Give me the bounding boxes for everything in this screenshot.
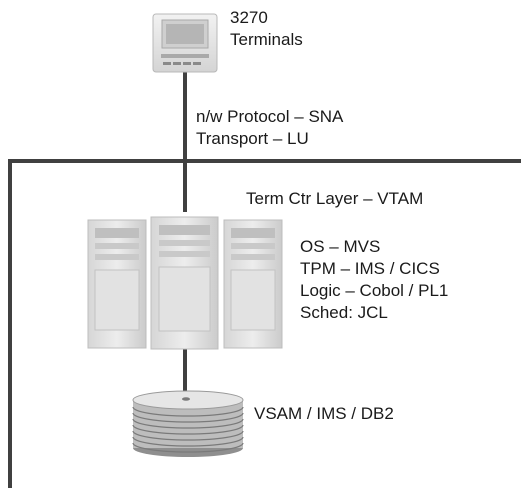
sched-text: Sched: JCL (300, 303, 388, 322)
mainframe-cabinet-left (87, 219, 147, 349)
terminal-model-text: 3270 (230, 8, 268, 27)
mainframe-cabinet-center (150, 216, 219, 350)
logic-text: Logic – Cobol / PL1 (300, 281, 449, 300)
terminal-label: 3270 Terminals (230, 7, 303, 51)
transport-text: Transport – LU (196, 129, 309, 148)
network-protocol-text: n/w Protocol – SNA (196, 107, 344, 126)
tpm-text: TPM – IMS / CICS (300, 259, 440, 278)
storage-label: VSAM / IMS / DB2 (254, 404, 394, 423)
terminal-icon (152, 13, 218, 73)
mainframe-cabinet-right (223, 219, 283, 349)
terminal-name-text: Terminals (230, 30, 303, 49)
disk-storage-icon (132, 390, 244, 457)
mainframe-icon (87, 216, 283, 350)
network-protocol-labels: n/w Protocol – SNA Transport – LU (196, 106, 343, 150)
mainframe-labels: OS – MVS TPM – IMS / CICS Logic – Cobol … (300, 236, 448, 324)
terminal-control-layer-label: Term Ctr Layer – VTAM (246, 189, 424, 208)
os-text: OS – MVS (300, 237, 381, 256)
